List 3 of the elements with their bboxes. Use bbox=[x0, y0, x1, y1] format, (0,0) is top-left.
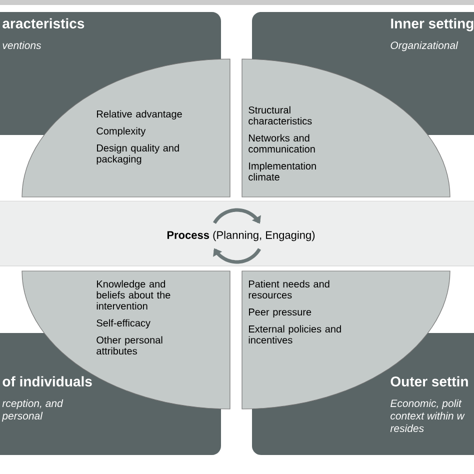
process-band: Process (Planning, Engaging) bbox=[0, 200, 474, 266]
factor-quadrant: Relative advantage Complexity Design quality and packaging bbox=[22, 58, 230, 198]
factor-quadrant: Structural characteristics Networks and communication Implementation climate bbox=[242, 58, 450, 198]
